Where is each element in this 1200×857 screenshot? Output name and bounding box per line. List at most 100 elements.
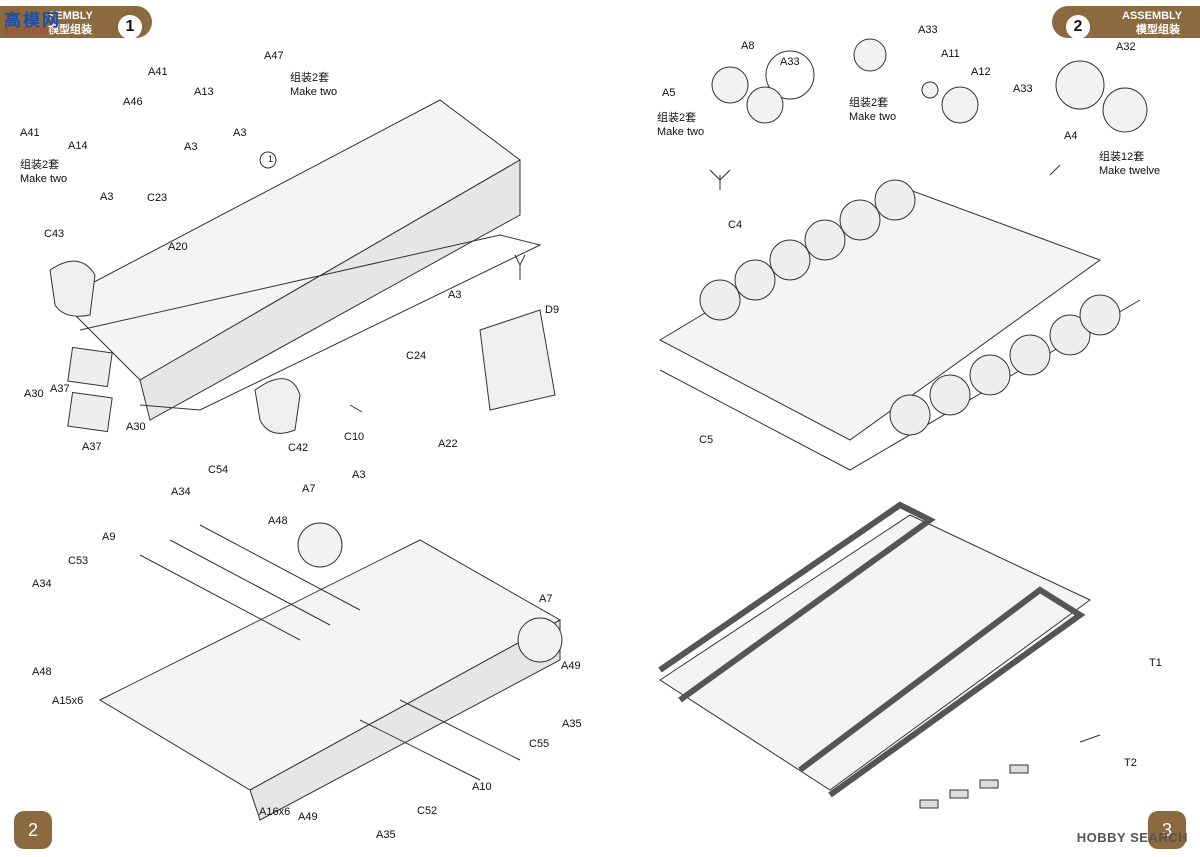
reference-circle-a33 bbox=[765, 50, 815, 100]
site-logo: 高模网 bbox=[4, 11, 61, 30]
note-en: Make two bbox=[290, 86, 338, 98]
banner-subtitle: 模型组装 bbox=[48, 24, 92, 36]
label-a37: A37 bbox=[82, 441, 102, 453]
assembly-banner-left: SEMBLY 模型组装 1 bbox=[0, 6, 152, 39]
track-links bbox=[919, 764, 1029, 809]
label-c42: C42 bbox=[288, 442, 309, 454]
assembly-banner-right: 2 ASSEMBLY 模型组装 bbox=[1052, 6, 1200, 39]
label-c53: C53 bbox=[68, 555, 89, 567]
label-a47: A47 bbox=[264, 50, 284, 62]
label-c24: C24 bbox=[406, 350, 427, 362]
banner-title: ASSEMBLY bbox=[1122, 10, 1183, 22]
hull-lower-side bbox=[249, 619, 561, 821]
step-number: 2 bbox=[1066, 15, 1090, 39]
label-a35: A35 bbox=[376, 829, 396, 841]
note-en: Make twelve bbox=[1099, 165, 1161, 177]
banner-subtitle: 模型组装 bbox=[1136, 24, 1180, 36]
inspection-plate-a37-bottom bbox=[67, 391, 113, 433]
label-a49: A49 bbox=[561, 660, 581, 672]
panel-d9 bbox=[479, 309, 556, 411]
note-cn: 组装2套 bbox=[20, 159, 60, 171]
label-a22: A22 bbox=[438, 438, 458, 450]
label-a35: A35 bbox=[562, 718, 582, 730]
site-logo-url: gao-shou.com bbox=[4, 26, 55, 35]
direction-arrow bbox=[709, 169, 731, 190]
panel-c42 bbox=[254, 378, 301, 434]
left-page: SEMBLY 模型组装 1 高模网 gao-shou.com bbox=[0, 6, 582, 849]
direction-arrow bbox=[1049, 164, 1061, 176]
page-number: 2 bbox=[14, 811, 52, 849]
label-a37: A37 bbox=[50, 383, 70, 395]
callout-number: 1 bbox=[268, 154, 274, 164]
label-a41: A41 bbox=[148, 66, 168, 78]
direction-arrow bbox=[514, 254, 526, 280]
note-cn: 组装2套 bbox=[849, 97, 889, 109]
watermark: HOBBY SEARCH bbox=[1076, 830, 1188, 845]
step-number: 1 bbox=[118, 15, 142, 39]
note-cn: 组装2套 bbox=[290, 72, 330, 84]
label-c23: C23 bbox=[147, 192, 168, 204]
label-a49: A49 bbox=[298, 811, 318, 823]
label-c52: C52 bbox=[417, 805, 438, 817]
direction-arrow bbox=[1079, 734, 1101, 743]
direction-arrow bbox=[349, 404, 363, 413]
note-cn: 组装2套 bbox=[657, 112, 697, 124]
sprocket-a33-top bbox=[853, 38, 887, 72]
step-1-diagram bbox=[49, 99, 563, 821]
label-a5: A5 bbox=[662, 87, 676, 99]
label-a14: A14 bbox=[68, 140, 88, 152]
label-c10: C10 bbox=[344, 431, 365, 443]
page-number: 3 bbox=[1148, 811, 1186, 849]
label-t2: T2 bbox=[1124, 757, 1137, 769]
label-a13: A13 bbox=[194, 86, 214, 98]
label-a48: A48 bbox=[268, 515, 288, 527]
label-a16x6: A16x6 bbox=[259, 806, 291, 818]
sprocket-a33-mid bbox=[941, 86, 979, 124]
label-a7: A7 bbox=[302, 483, 316, 495]
note-cn: 组装12套 bbox=[1099, 151, 1145, 163]
inspection-plate-a37-top bbox=[67, 346, 113, 388]
label-a32: A32 bbox=[1116, 41, 1136, 53]
hub-a12 bbox=[921, 81, 939, 99]
label-a3: A3 bbox=[233, 127, 247, 139]
hull-upper-side bbox=[139, 159, 521, 421]
label-a4: A4 bbox=[1064, 130, 1078, 142]
label-a3: A3 bbox=[184, 141, 198, 153]
label-a3: A3 bbox=[448, 289, 462, 301]
step-2-diagram bbox=[658, 38, 1148, 809]
note-en: Make two bbox=[657, 126, 705, 138]
wheel-a4 bbox=[1102, 87, 1148, 133]
wheel-a32 bbox=[1055, 60, 1105, 110]
suspension-arm-line bbox=[169, 539, 331, 626]
wheel-a33 bbox=[746, 86, 784, 124]
label-a8: A8 bbox=[741, 40, 755, 52]
label-c5: C5 bbox=[699, 434, 714, 446]
label-a15x6: A15x6 bbox=[52, 695, 84, 707]
label-a48: A48 bbox=[32, 666, 52, 678]
label-c4: C4 bbox=[728, 219, 743, 231]
make-two-note: 组装2套 Make two bbox=[657, 111, 704, 139]
label-a3: A3 bbox=[100, 191, 114, 203]
right-page: 2 ASSEMBLY 模型组装 bbox=[600, 0, 1200, 857]
make-two-note: 组装2套 Make two bbox=[290, 71, 337, 99]
label-a12: A12 bbox=[971, 66, 991, 78]
label-a46: A46 bbox=[123, 96, 143, 108]
label-c43: C43 bbox=[44, 228, 65, 240]
banner-title: SEMBLY bbox=[48, 10, 93, 22]
label-a33: A33 bbox=[918, 24, 938, 36]
label-a41: A41 bbox=[20, 127, 40, 139]
panel-c43 bbox=[49, 260, 96, 317]
make-twelve-note: 组装12套 Make twelve bbox=[1099, 150, 1160, 178]
label-a30: A30 bbox=[24, 388, 44, 400]
label-a7: A7 bbox=[539, 593, 553, 605]
sprocket-a7-right bbox=[517, 617, 563, 663]
note-en: Make two bbox=[20, 173, 68, 185]
label-a34: A34 bbox=[171, 486, 191, 498]
sprocket-a7-top bbox=[297, 522, 343, 568]
callout-circle bbox=[259, 151, 277, 169]
label-a20: A20 bbox=[168, 241, 188, 253]
label-a30: A30 bbox=[126, 421, 146, 433]
label-d9: D9 bbox=[545, 304, 560, 316]
tracked-hull-outline bbox=[659, 514, 1091, 791]
label-c55: C55 bbox=[529, 738, 550, 750]
